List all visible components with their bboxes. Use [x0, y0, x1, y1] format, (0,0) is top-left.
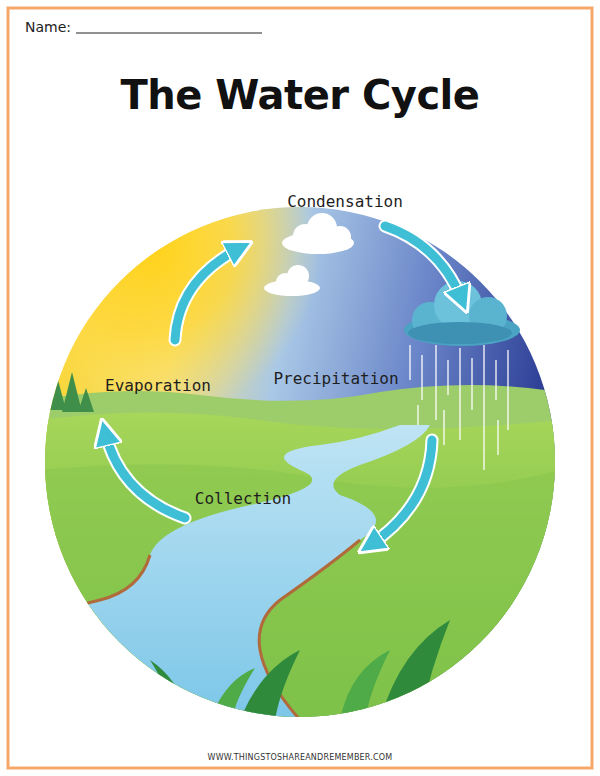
website-watermark: WWW.THINGSTOSHAREANDREMEMBER.COM — [208, 753, 393, 762]
stage-label: Precipitation — [273, 369, 398, 388]
name-line — [76, 33, 262, 34]
page-border — [8, 8, 592, 768]
cloud — [264, 213, 354, 296]
cycle-arrows — [105, 226, 462, 545]
scene — [40, 200, 560, 720]
stage-label: Collection — [195, 489, 291, 508]
name-field: Name: — [25, 19, 71, 35]
diagram-title: The Water Cycle — [121, 72, 480, 118]
stage-label: Condensation — [287, 192, 403, 211]
stage-label: Evaporation — [105, 376, 211, 395]
